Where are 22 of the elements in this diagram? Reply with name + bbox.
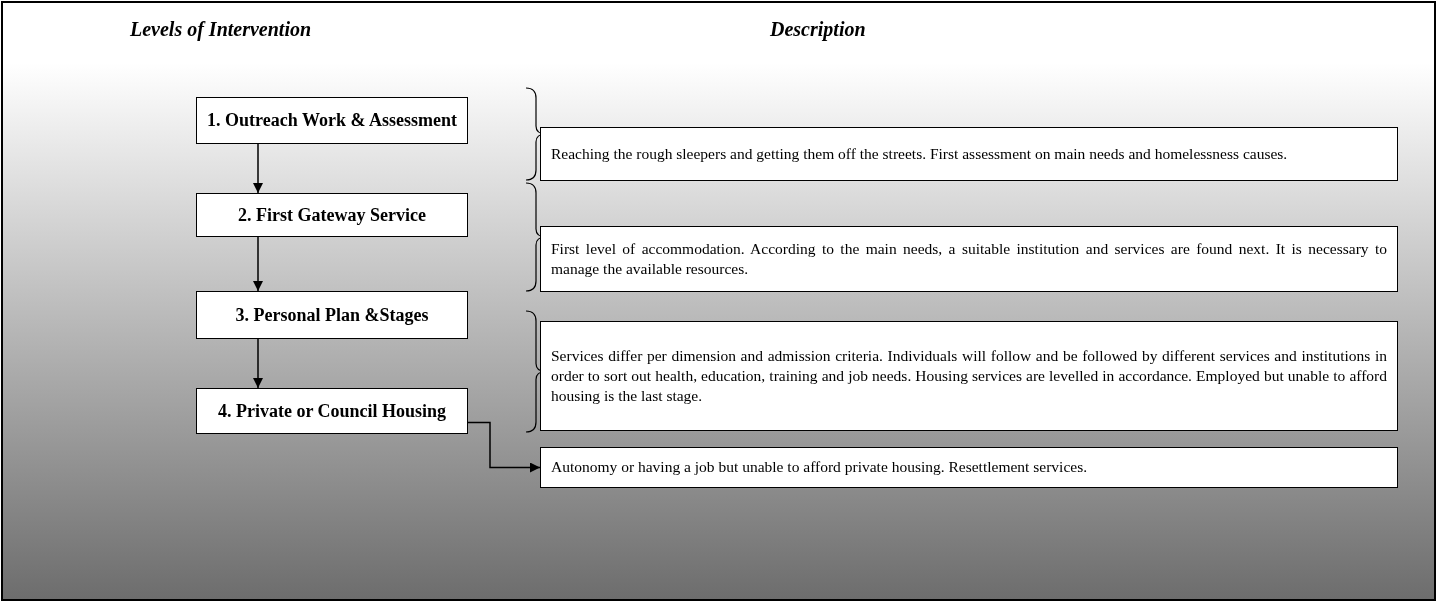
level-box	[196, 291, 468, 339]
level-title: 3. Personal Plan &Stages	[234, 304, 430, 326]
description-box	[540, 127, 1398, 181]
description-text: Reaching the rough sleepers and getting them off the streets. First assessment on main needs and homelessness causes.	[550, 143, 1289, 164]
level-title: 2. First Gateway Service	[237, 204, 427, 226]
level-box	[196, 388, 468, 434]
description-text: Autonomy or having a job but unable to afford private housing. Resettlement services.	[550, 457, 1089, 478]
description-box	[540, 447, 1398, 488]
description-box	[540, 321, 1398, 431]
level-box	[196, 193, 468, 237]
description-text: Services differ per dimension and admission criteria. Individuals will follow and be followed by different services and institutions in order to sort out health, education, training and job needs. Housing services are levelled in accordance. Employed but unable to afford housing is the last stage.	[550, 345, 1388, 407]
column-heading: Description	[770, 18, 866, 41]
description-text: First level of accommodation. According to the main needs, a suitable institution and services are found next. It is necessary to manage the available resources.	[550, 238, 1388, 279]
arrow	[253, 143, 263, 194]
column-heading: Levels of Intervention	[130, 18, 312, 41]
arrow	[253, 236, 263, 292]
arrow	[253, 338, 263, 389]
level-title: 4. Private or Council Housing	[216, 400, 448, 422]
level-title: 1. Outreach Work & Assessment	[206, 110, 458, 131]
arrow	[467, 421, 541, 473]
description-box	[540, 226, 1398, 292]
level-box	[196, 97, 468, 144]
